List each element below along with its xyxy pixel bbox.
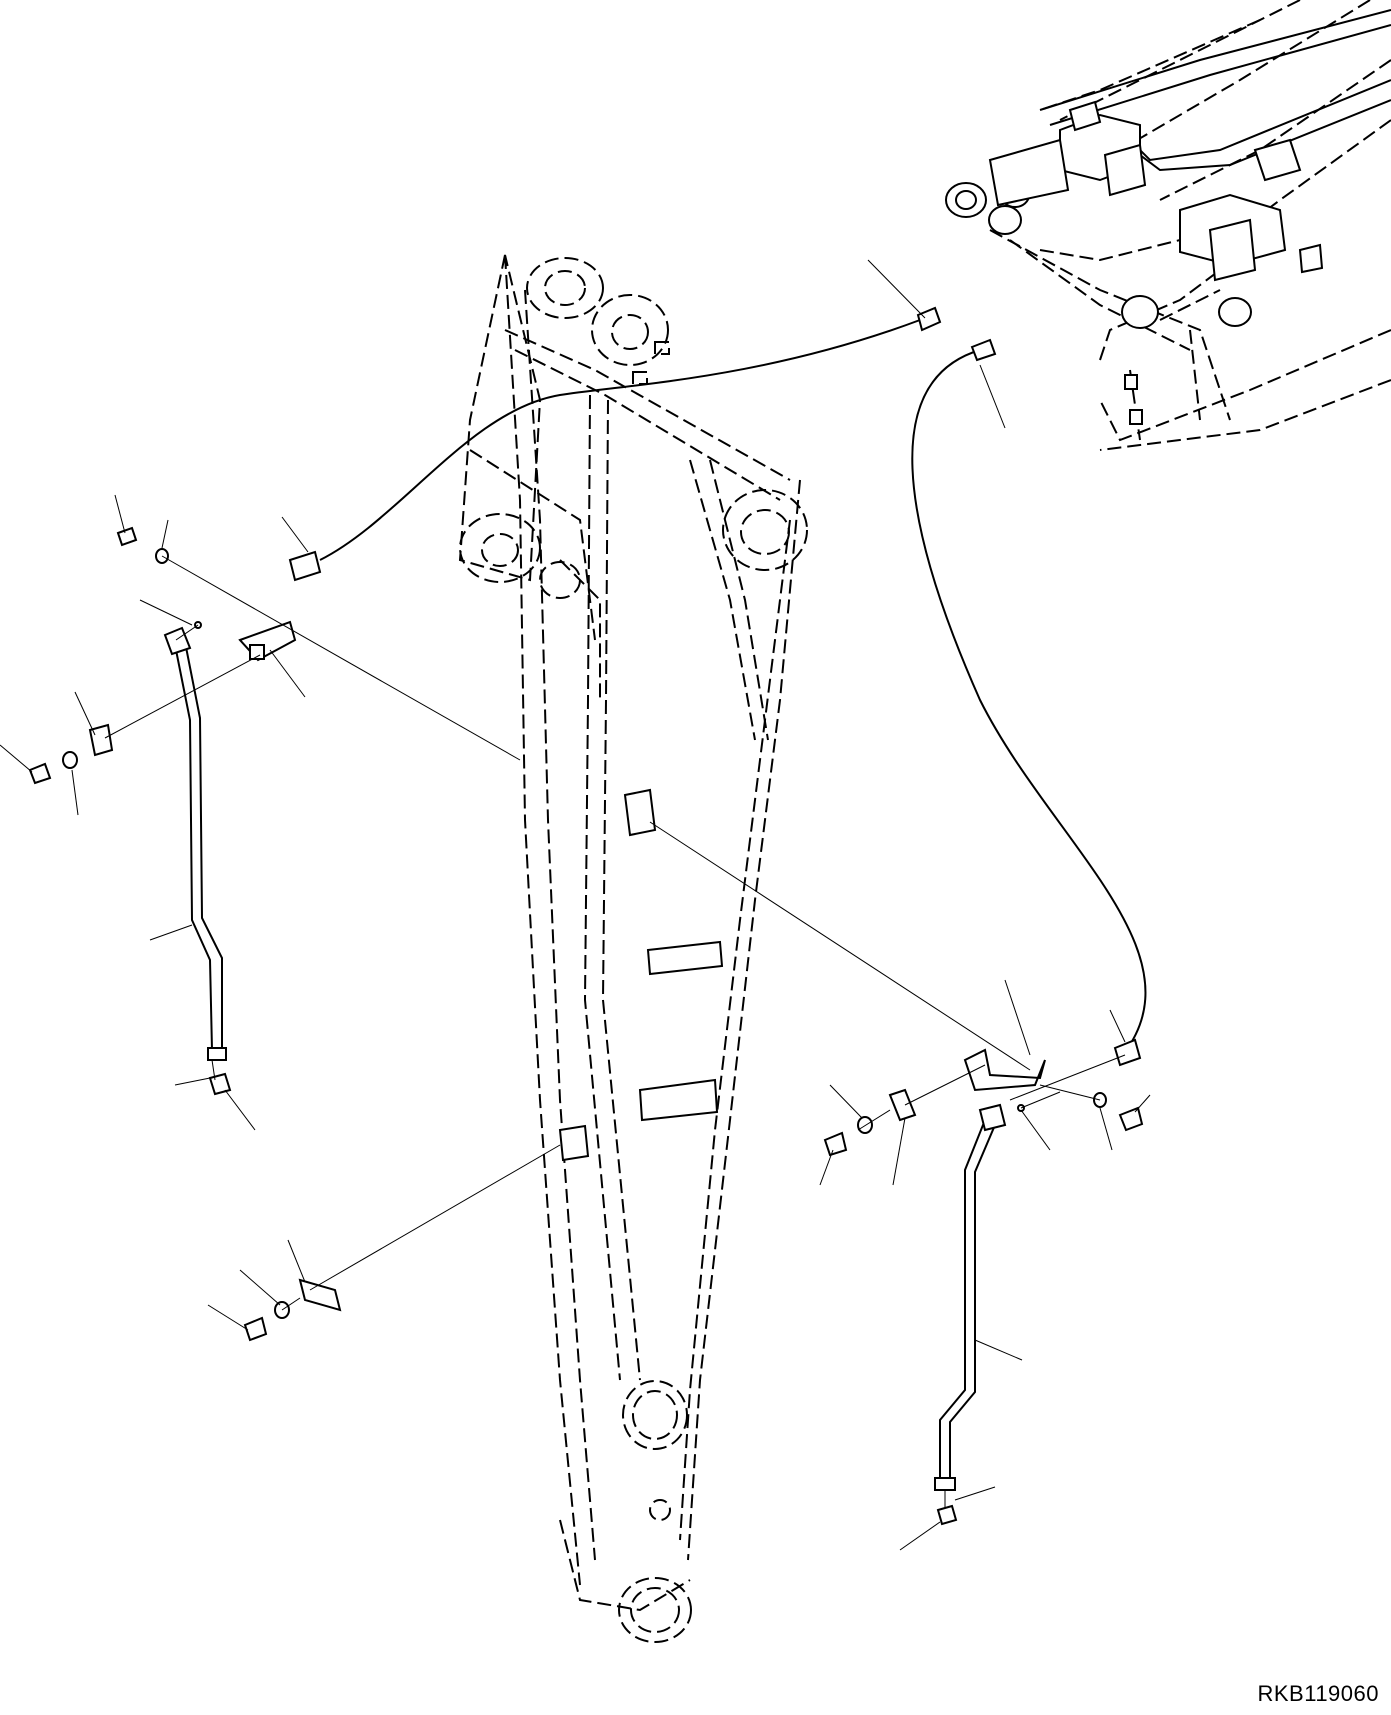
- hose-left: [319, 319, 921, 561]
- arm-bottom-bosses: [618, 1380, 692, 1643]
- assembly-guide-lines: [104, 555, 1126, 1508]
- arm-phantom-outline: [458, 254, 801, 1612]
- hoses: [319, 319, 1147, 1053]
- arm-top-bosses: [526, 257, 670, 385]
- arm-surface-plates: [558, 788, 724, 1162]
- right-pipe-assembly: [823, 1048, 1144, 1526]
- drawing-reference-code: RKB119060: [1257, 1681, 1379, 1706]
- hose-right: [911, 349, 1147, 1053]
- lower-left-clamp: [243, 1278, 342, 1342]
- arm-side-bosses: [459, 489, 808, 599]
- left-pipe-assembly: [28, 526, 297, 1096]
- callout-leader-lines: [0, 259, 1151, 1551]
- valve-block-assembly: [945, 9, 1391, 425]
- hose-end-fittings: [288, 306, 1142, 1067]
